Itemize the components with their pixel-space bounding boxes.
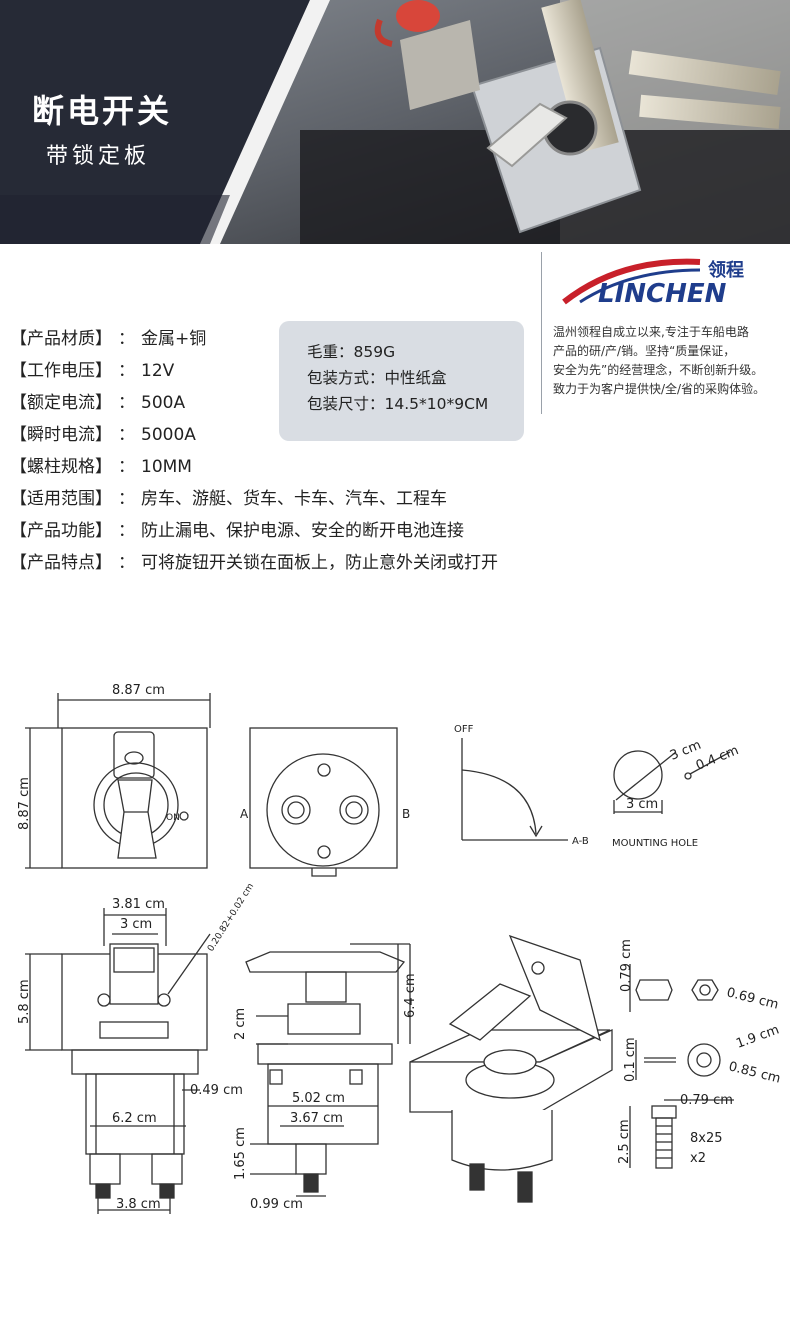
spec-value: 房车、游艇、货车、卡车、汽车、工程车 bbox=[141, 489, 447, 509]
spec-list: 【产品材质】 ： 金属+铜 【工作电压】 ： 12V 【额定电流】 ： 500A 【瞬时电流… bbox=[10, 323, 498, 579]
washer-outer-label: 1.9 cm bbox=[734, 1022, 781, 1051]
back-label-b: B bbox=[402, 807, 410, 821]
isometric-view bbox=[409, 934, 613, 1203]
nut-diameter-label: 0.69 cm bbox=[725, 985, 780, 1012]
spec-value: 防止漏电、保护电源、安全的断开电池连接 bbox=[141, 521, 464, 541]
brand-name-cn: 领程 bbox=[708, 259, 744, 281]
bolt-qty-label: x2 bbox=[690, 1151, 706, 1166]
divider bbox=[541, 252, 542, 414]
inner-width-label: 3 cm bbox=[120, 917, 152, 932]
spec-key: 【额定电流】 bbox=[10, 393, 112, 413]
company-about: 温州领程自成立以来,专注于车船电路 产品的研/产/销。坚持“质量保证， 安全为先… bbox=[553, 323, 788, 399]
bolt-spec-label: 8x25 bbox=[690, 1131, 723, 1146]
spec-row: 【产品材质】 ： 金属+铜 bbox=[10, 323, 498, 355]
about-line: 致力于为客户提供快/全/省的采购体验。 bbox=[553, 382, 766, 396]
technical-drawing: 8.87 cm 8.87 cm ON A B OFF A-B 3 cm 0.4 … bbox=[17, 683, 782, 1214]
spec-row: 【螺柱规格】 ： 10MM bbox=[10, 451, 498, 483]
spec-key: 【螺柱规格】 bbox=[10, 457, 112, 477]
spec-sep: ： bbox=[118, 329, 135, 349]
gap-label: 0.49 cm bbox=[190, 1083, 243, 1098]
spec-row: 【额定电流】 ： 500A bbox=[10, 387, 498, 419]
spec-sep: ： bbox=[118, 457, 135, 477]
spec-row: 【工作电压】 ： 12V bbox=[10, 355, 498, 387]
spec-key: 【适用范围】 bbox=[10, 489, 112, 509]
side-two-label: 2 cm bbox=[233, 1008, 248, 1040]
side-stud-label: 1.65 cm bbox=[233, 1127, 248, 1180]
spec-value: 12V bbox=[141, 361, 175, 381]
base-width-label: 3.8 cm bbox=[116, 1197, 161, 1212]
side-height-label: 6.4 cm bbox=[403, 973, 418, 1018]
lower-front-view bbox=[25, 908, 211, 1214]
spec-key: 【瞬时电流】 bbox=[10, 425, 112, 445]
on-label: ON bbox=[166, 813, 180, 823]
washer-inner-label: 0.85 cm bbox=[727, 1059, 782, 1086]
spec-sep: ： bbox=[118, 393, 135, 413]
spec-row: 【适用范围】 ： 房车、游艇、货车、卡车、汽车、工程车 bbox=[10, 483, 498, 515]
about-line: 安全为先”的经营理念，不断创新升级。 bbox=[553, 363, 764, 377]
spec-sep: ： bbox=[118, 553, 135, 573]
front-width-label: 8.87 cm bbox=[112, 683, 165, 698]
spec-sep: ： bbox=[118, 425, 135, 445]
spec-row: 【瞬时电流】 ： 5000A bbox=[10, 419, 498, 451]
plate-height-label: 5.8 cm bbox=[17, 979, 32, 1024]
nut-height-label: 0.79 cm bbox=[619, 939, 634, 992]
spec-key: 【产品功能】 bbox=[10, 521, 112, 541]
spec-row: 【产品功能】 ： 防止漏电、保护电源、安全的断开电池连接 bbox=[10, 515, 498, 547]
spec-sep: ： bbox=[118, 489, 135, 509]
washer-thick-label: 0.1 cm bbox=[623, 1037, 638, 1082]
spec-row: 【产品特点】 ： 可将旋钮开关锁在面板上，防止意外关闭或打开 bbox=[10, 547, 498, 579]
slot-label: 0.20.82+0.02 cm bbox=[206, 882, 256, 954]
hardware-parts bbox=[629, 964, 734, 1169]
spec-value: 5000A bbox=[141, 425, 196, 445]
switch-position-diagram bbox=[461, 738, 568, 841]
side-body-label: 5.02 cm bbox=[292, 1091, 345, 1106]
mounting-hole-diagram bbox=[613, 750, 731, 814]
spec-sep: ： bbox=[118, 521, 135, 541]
ab-label: A-B bbox=[572, 836, 589, 847]
bolt-length-label: 2.5 cm bbox=[617, 1119, 632, 1164]
spec-key: 【工作电压】 bbox=[10, 361, 112, 381]
about-line: 产品的研/产/销。坚持“质量保证， bbox=[553, 344, 736, 358]
front-view bbox=[25, 693, 211, 869]
spec-key: 【产品特点】 bbox=[10, 553, 112, 573]
package-size: 包装尺寸：14.5*10*9CM bbox=[307, 395, 489, 413]
spec-value: 金属+铜 bbox=[141, 329, 207, 349]
back-label-a: A bbox=[240, 807, 249, 821]
spec-key: 【产品材质】 bbox=[10, 329, 112, 349]
packaging-box: 毛重：859G 包装方式：中性纸盒 包装尺寸：14.5*10*9CM bbox=[279, 321, 524, 441]
banner-subtitle: 带锁定板 bbox=[46, 144, 151, 169]
top-width-label: 3.81 cm bbox=[112, 897, 165, 912]
side-base-label: 0.99 cm bbox=[250, 1197, 303, 1212]
product-photo bbox=[0, 0, 790, 244]
body-width-label: 6.2 cm bbox=[112, 1111, 157, 1126]
mounting-hole-label: MOUNTING HOLE bbox=[612, 838, 698, 849]
side-view bbox=[245, 943, 411, 1197]
bolt-head-label: 0.79 cm bbox=[680, 1093, 733, 1108]
off-label: OFF bbox=[454, 724, 474, 735]
about-line: 温州领程自成立以来,专注于车船电路 bbox=[553, 325, 749, 339]
spec-value: 10MM bbox=[141, 457, 192, 477]
brand-logo: 领程 LINCHEN bbox=[562, 258, 744, 308]
spec-value: 可将旋钮开关锁在面板上，防止意外关闭或打开 bbox=[141, 553, 498, 573]
spec-value: 500A bbox=[141, 393, 186, 413]
hole-width-label: 3 cm bbox=[626, 797, 658, 812]
hero-banner: 断电开关 带锁定板 bbox=[0, 0, 790, 244]
package-weight: 毛重：859G bbox=[307, 343, 396, 361]
brand-name-en: LINCHEN bbox=[598, 279, 727, 308]
spec-sep: ： bbox=[118, 361, 135, 381]
package-method: 包装方式：中性纸盒 bbox=[307, 369, 447, 387]
back-view bbox=[249, 727, 398, 877]
banner-title: 断电开关 bbox=[32, 92, 173, 130]
front-height-label: 8.87 cm bbox=[17, 777, 32, 830]
side-inner-label: 3.67 cm bbox=[290, 1111, 343, 1126]
